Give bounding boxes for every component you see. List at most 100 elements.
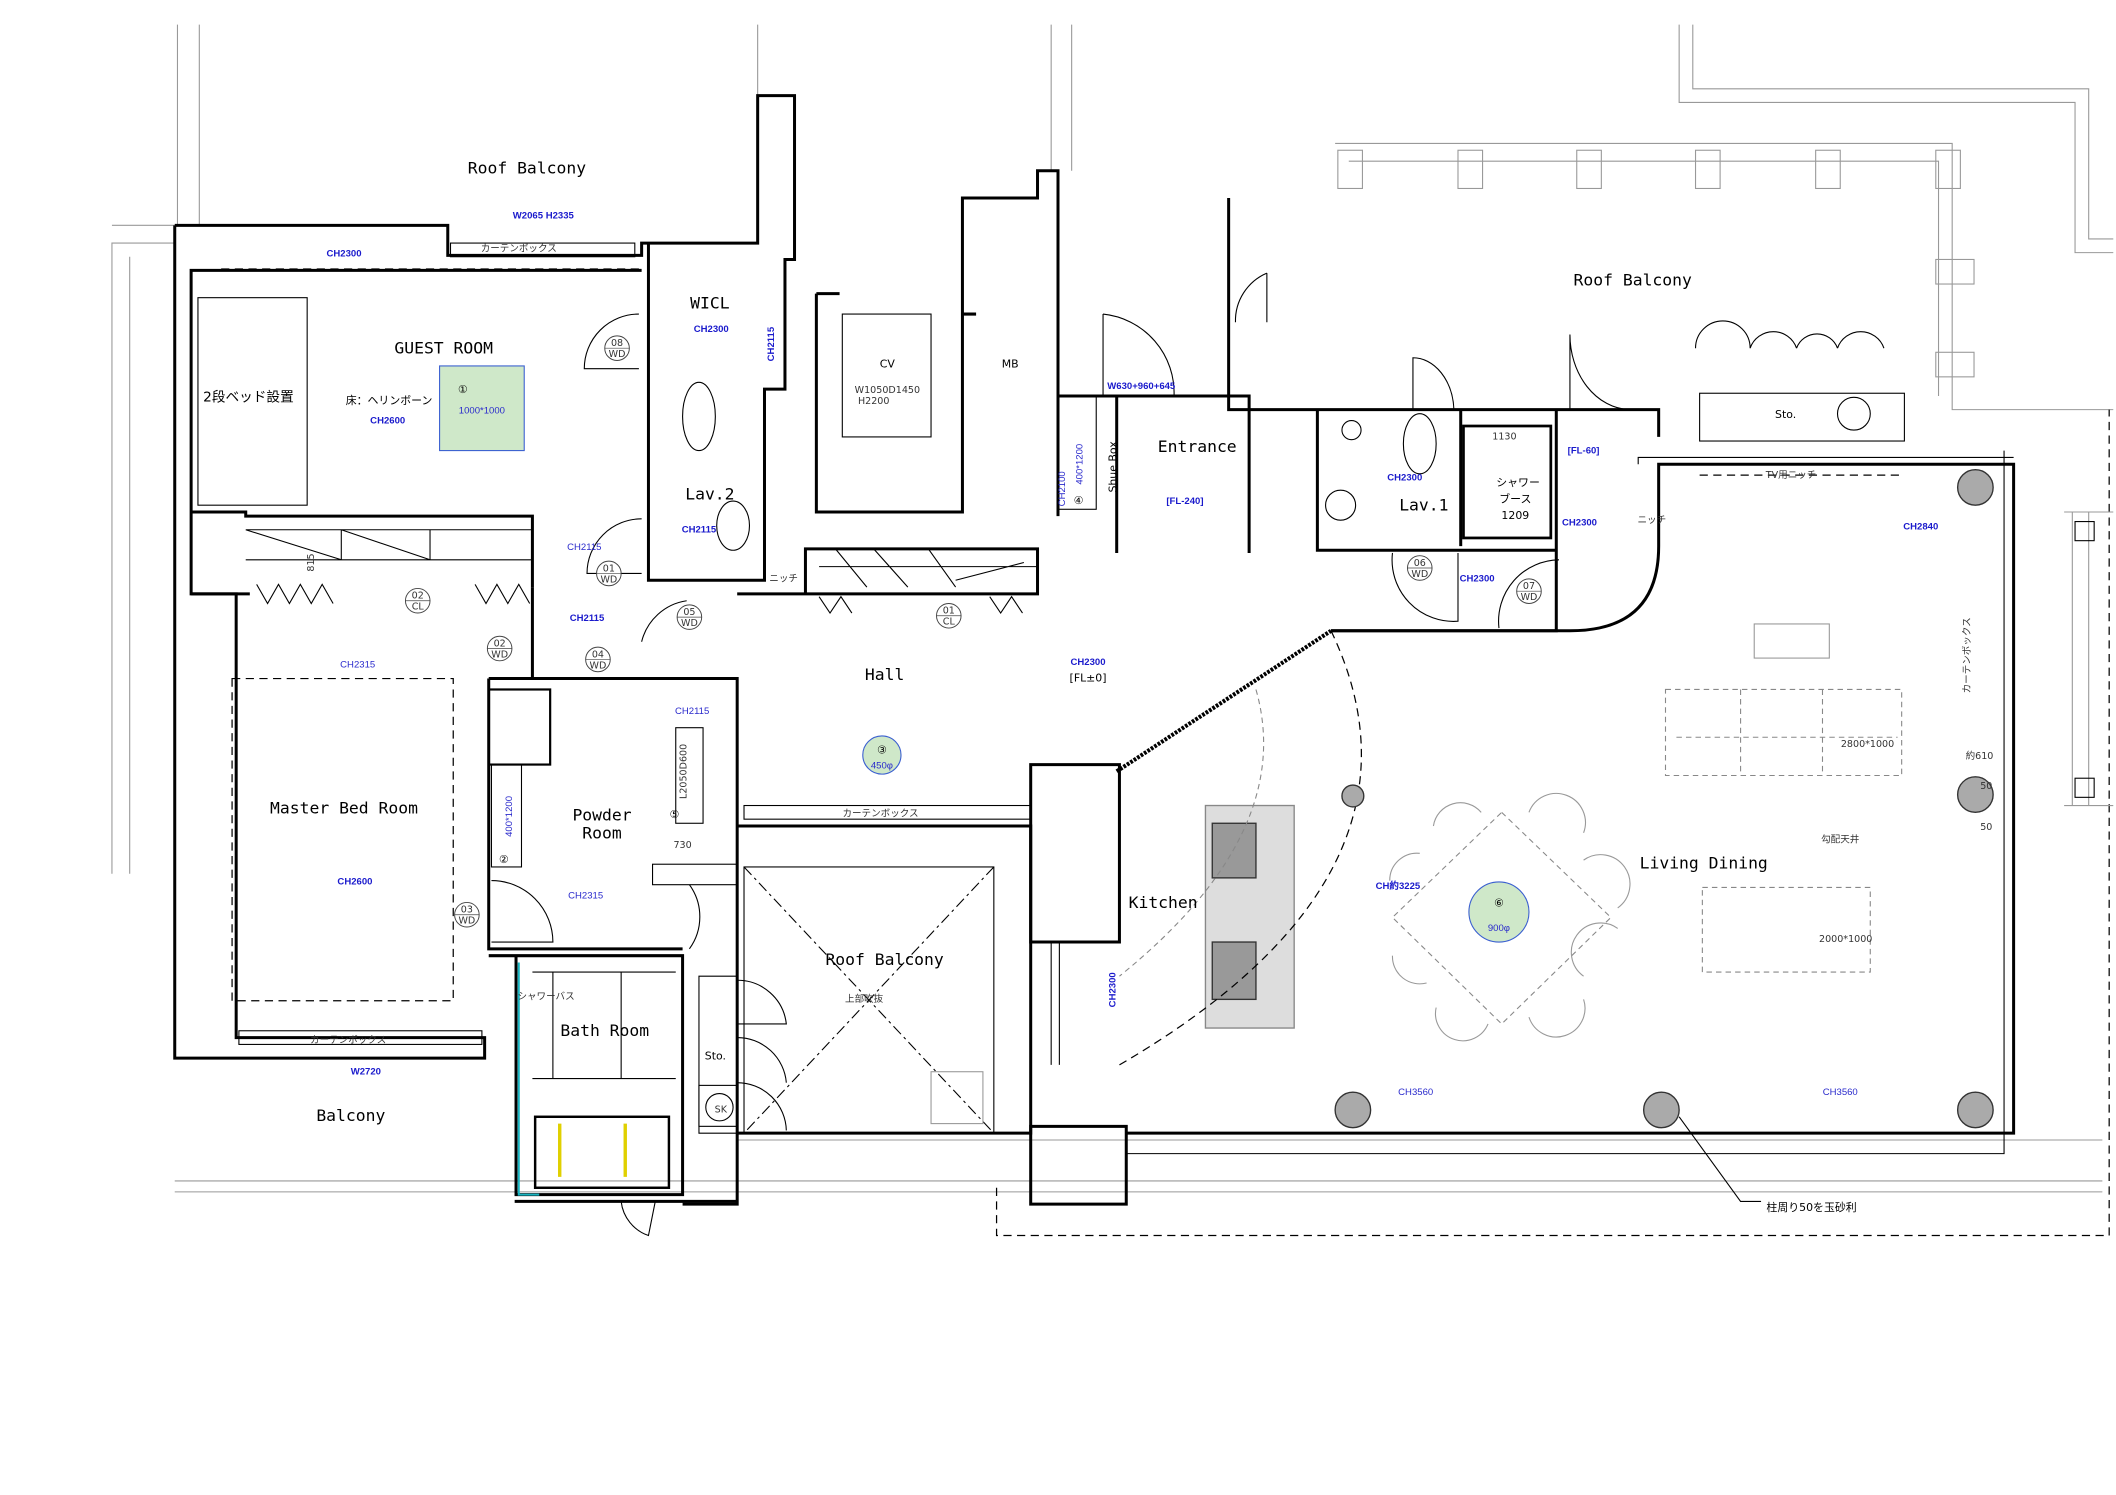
note-tv-niche: TV用ニッチ (1765, 470, 1817, 481)
ch-powder-top: CH2115 (675, 706, 709, 717)
label-guest-room: GUEST ROOM (394, 339, 493, 358)
svg-text:WD: WD (458, 916, 475, 927)
note-light-6: 900φ (1488, 923, 1510, 934)
note-niche-2: ニッチ (1638, 515, 1667, 526)
note-sofa-size: 2800*1000 (1841, 739, 1894, 750)
ch-hall: CH2300 (1071, 657, 1106, 668)
number-markers: ① ② ③ ④ ⑤ ⑥ (458, 383, 1504, 909)
note-curtain-box-master: カーテンボックス (310, 1035, 386, 1046)
ch-shoebox: CH2100 (1057, 471, 1068, 506)
dimensions: W2065 H2335 W630+960+645 W2720 (351, 210, 1176, 1077)
svg-text:WD: WD (1411, 569, 1428, 580)
column (1642, 1091, 1680, 1129)
note-curtain-box-living: カーテンボックス (1962, 617, 1973, 693)
marker-1: ① (458, 383, 468, 396)
note-curtain-box-hall: カーテンボックス (842, 808, 918, 819)
ch-guest-top: CH2300 (327, 249, 362, 260)
label-powder-room-2: Room (582, 823, 622, 842)
note-dim-1130: 1130 (1492, 432, 1516, 443)
room-labels: Roof Balcony Roof Balcony Roof Balcony G… (270, 158, 1796, 1124)
ch-kitchen: CH2300 (1107, 972, 1118, 1007)
doors (491, 272, 1629, 1237)
label-powder-room: Powder (572, 806, 631, 825)
note-dim-815: 815 (306, 553, 317, 571)
svg-text:05: 05 (683, 607, 695, 618)
note-open-above: 上部吹抜 (845, 993, 884, 1005)
note-dim-50a: 50 (1980, 781, 1992, 792)
ch-lav2: CH2115 (682, 524, 717, 535)
svg-text:WD: WD (491, 649, 508, 660)
ceiling-heights: CH2300 CH2600 CH2300 CH2115 CH2115 CH211… (327, 249, 1939, 1098)
ch-master-center: CH2600 (337, 877, 372, 888)
dim-master-window: W2720 (351, 1066, 381, 1077)
label-roof-balcony-center: Roof Balcony (825, 950, 943, 969)
svg-text:WD: WD (1521, 592, 1538, 603)
ch-corridor-2: CH2115 (570, 613, 605, 624)
marker-3: ③ (877, 744, 887, 757)
label-kitchen: Kitchen (1129, 893, 1198, 912)
svg-text:WD: WD (609, 349, 626, 360)
ch-powder: CH2315 (568, 890, 603, 901)
exterior-lines (111, 24, 2114, 1237)
note-shower-booth: シャワー (1496, 476, 1540, 489)
marker-5: ⑤ (669, 808, 679, 821)
label-lav1: Lav.1 (1399, 496, 1448, 515)
ch-living-s2: CH3560 (1823, 1087, 1858, 1098)
note-sloped-ceiling: 勾配天井 (1821, 833, 1859, 845)
label-storage-bath: Sto. (705, 1049, 726, 1062)
label-living-dining: Living Dining (1640, 853, 1768, 872)
columns (1334, 469, 1994, 1129)
column (1956, 776, 1994, 814)
dim-entrance-door: W630+960+645 (1107, 381, 1176, 392)
label-lav2: Lav.2 (685, 485, 734, 504)
hall-light-marker (862, 735, 902, 775)
fl-entrance: [FL-240] (1166, 496, 1203, 507)
note-cv-size-2: H2200 (858, 396, 889, 407)
fl-lav1: [FL-60] (1568, 445, 1600, 456)
ch-guest: CH2600 (370, 415, 405, 426)
note-dim-730: 730 (673, 840, 691, 851)
column (1956, 1091, 1994, 1129)
note-dim-50b: 50 (1980, 822, 1992, 833)
note-rug-size: 2000*1000 (1819, 934, 1872, 945)
label-cv: CV (880, 357, 896, 370)
guest-rug-marker (439, 365, 525, 452)
note-shower-bath: シャワーバス (517, 991, 574, 1002)
note-powder-size: 400*1200 (504, 796, 515, 837)
svg-text:04: 04 (592, 649, 604, 660)
note-light-3: 450φ (871, 761, 893, 772)
label-roof-balcony-north: Roof Balcony (468, 158, 586, 177)
details (197, 242, 1905, 1202)
svg-text:WD: WD (590, 660, 607, 671)
ch-master: CH2315 (340, 660, 375, 671)
ch-dining: CH約3225 (1376, 880, 1421, 892)
ch-wicl-side: CH2115 (766, 326, 777, 361)
svg-text:CL: CL (412, 602, 425, 613)
svg-text:WD: WD (600, 574, 617, 585)
svg-text:01: 01 (943, 606, 955, 617)
label-roof-balcony-east: Roof Balcony (1574, 270, 1692, 289)
column (1334, 1091, 1372, 1129)
label-wicl: WICL (690, 294, 730, 313)
label-entrance: Entrance (1158, 437, 1237, 456)
label-storage-east: Sto. (1775, 408, 1796, 421)
svg-text:WD: WD (681, 618, 698, 629)
svg-text:02: 02 (494, 638, 506, 649)
svg-text:03: 03 (461, 905, 473, 916)
note-gravel: 柱周り50を玉砂利 (1766, 1200, 1856, 1214)
dim-guest-window: W2065 H2335 (513, 210, 575, 221)
column (1341, 784, 1365, 808)
ch-corridor-1: CH2115 (567, 542, 601, 553)
note-bunk-bed: 2段ベッド設置 (203, 389, 294, 405)
ch-lav-corridor: CH2300 (1460, 574, 1495, 585)
note-cv-size: W1050D1450 (855, 385, 920, 396)
note-vanity-size: L2050D600 (679, 744, 690, 799)
